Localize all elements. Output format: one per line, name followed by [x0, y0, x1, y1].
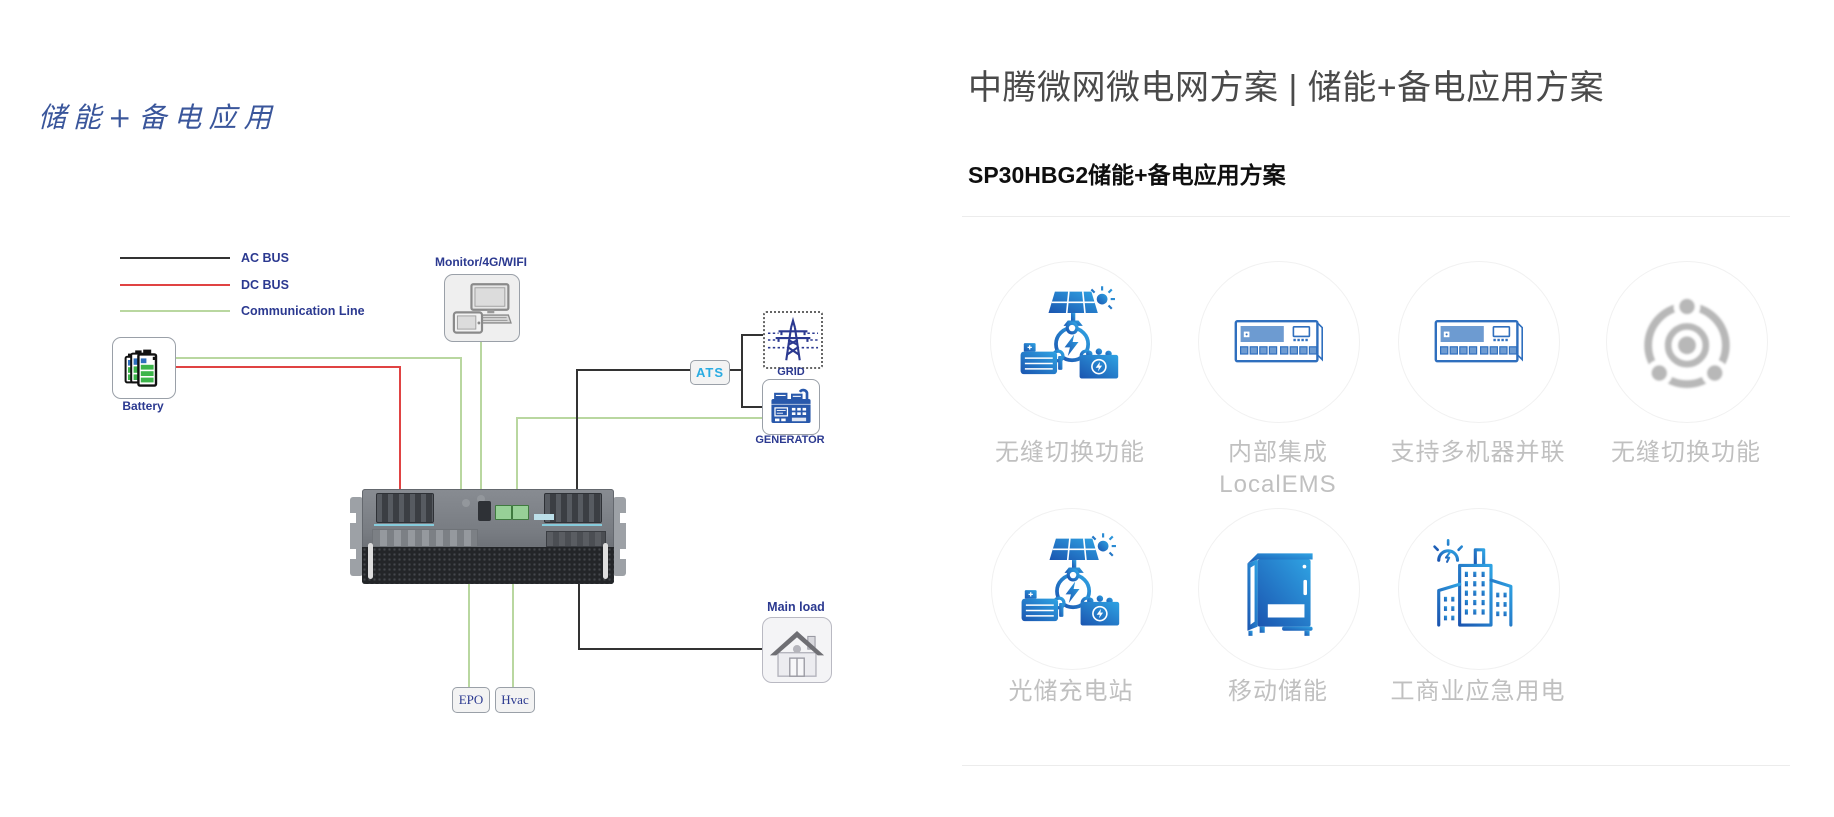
feature-circle-seamless-switch: [990, 261, 1152, 423]
feature-label: 光储充电站: [1008, 678, 1134, 705]
legend-ac-label: AC BUS: [241, 251, 289, 265]
ac-line-ats-right: [727, 369, 743, 371]
comm-line-hvac-v: [512, 583, 514, 688]
dc-line-h: [173, 366, 401, 368]
comm-line-generator-v: [516, 417, 518, 490]
hvac-node: Hvac: [495, 687, 535, 713]
feature-label: 无缝切换功能: [995, 439, 1145, 466]
ac-line-generator-h: [741, 406, 763, 408]
ac-line-split-v: [741, 334, 743, 408]
battery-label: Battery: [122, 399, 164, 413]
comm-line-generator-h: [516, 417, 764, 419]
dc-line-v: [399, 366, 401, 490]
feature-circle-emergency-power: [1398, 508, 1560, 670]
comm-line-epo-v: [468, 583, 470, 688]
generator-icon: [771, 388, 811, 423]
feature-circle-mobile-storage: [1198, 508, 1360, 670]
legend-dc-label: DC BUS: [241, 278, 289, 292]
device-right-ear: [613, 497, 626, 576]
device-left-ear: [350, 497, 363, 576]
energy-flow-icon: [1021, 533, 1120, 632]
energy-flow-icon: [1020, 286, 1119, 385]
main-load-label: Main load: [767, 600, 825, 614]
page-title: 中腾微网微电网方案 | 储能+备电应用方案: [968, 69, 1605, 107]
bottom-divider: [962, 765, 1790, 766]
comm-line-monitor-v: [480, 340, 482, 490]
monitor-icon: [452, 283, 512, 334]
product-subtitle: SP30HBG2储能+备电应用方案: [968, 162, 1286, 188]
generator-label: GENERATOR: [755, 434, 825, 446]
ac-line-ats-h: [576, 369, 692, 371]
legend-comm-label: Communication Line: [241, 304, 365, 318]
device-body: [362, 489, 614, 584]
battery-icon: [124, 349, 158, 387]
ac-line-device-v: [576, 369, 578, 490]
ac-line-load-h: [578, 648, 764, 650]
house-icon: [769, 631, 825, 677]
feature-label: 移动储能: [1228, 678, 1328, 705]
comm-line-battery-h: [173, 357, 462, 359]
feature-circle-parallel: [1398, 261, 1560, 423]
ats-node: ATS: [690, 360, 730, 385]
ac-line-load-v: [578, 583, 580, 650]
main-load-node: [762, 617, 832, 683]
grid-node: [763, 311, 823, 369]
feature-circle-pv-storage: [991, 508, 1153, 670]
ac-line-grid-h: [741, 334, 765, 336]
feature-circle-seamless-gray: [1606, 261, 1768, 423]
battery-node: [112, 337, 176, 399]
left-section-title: 储能+备电应用: [38, 101, 279, 134]
generator-node: [762, 379, 820, 435]
legend-ac-line: [120, 257, 230, 259]
monitor-label: Monitor/4G/WIFI: [435, 255, 527, 269]
grid-tower-icon: [767, 317, 819, 361]
hvac-label: Hvac: [501, 692, 529, 707]
ats-label: ATS: [695, 365, 725, 380]
feature-label: 无缝切换功能: [1611, 439, 1761, 466]
epo-label: EPO: [458, 692, 484, 707]
legend-dc-line: [120, 284, 230, 286]
hub-gray-icon: [1644, 293, 1730, 389]
building-emergency-icon: [1432, 538, 1512, 627]
top-divider: [962, 216, 1790, 217]
storage-cabinet-icon: [1247, 553, 1313, 636]
feature-label: 支持多机器并联: [1390, 439, 1566, 466]
ems-device-icon: [1434, 320, 1523, 363]
legend-comm-line: [120, 310, 230, 312]
monitor-node: [444, 274, 520, 342]
feature-label: 工商业应急用电: [1390, 678, 1566, 705]
ems-device-icon: [1234, 320, 1323, 363]
comm-line-battery-v: [460, 357, 462, 490]
epo-node: EPO: [452, 687, 490, 713]
feature-circle-local-ems: [1198, 261, 1360, 423]
grid-label: GRID: [777, 366, 805, 378]
